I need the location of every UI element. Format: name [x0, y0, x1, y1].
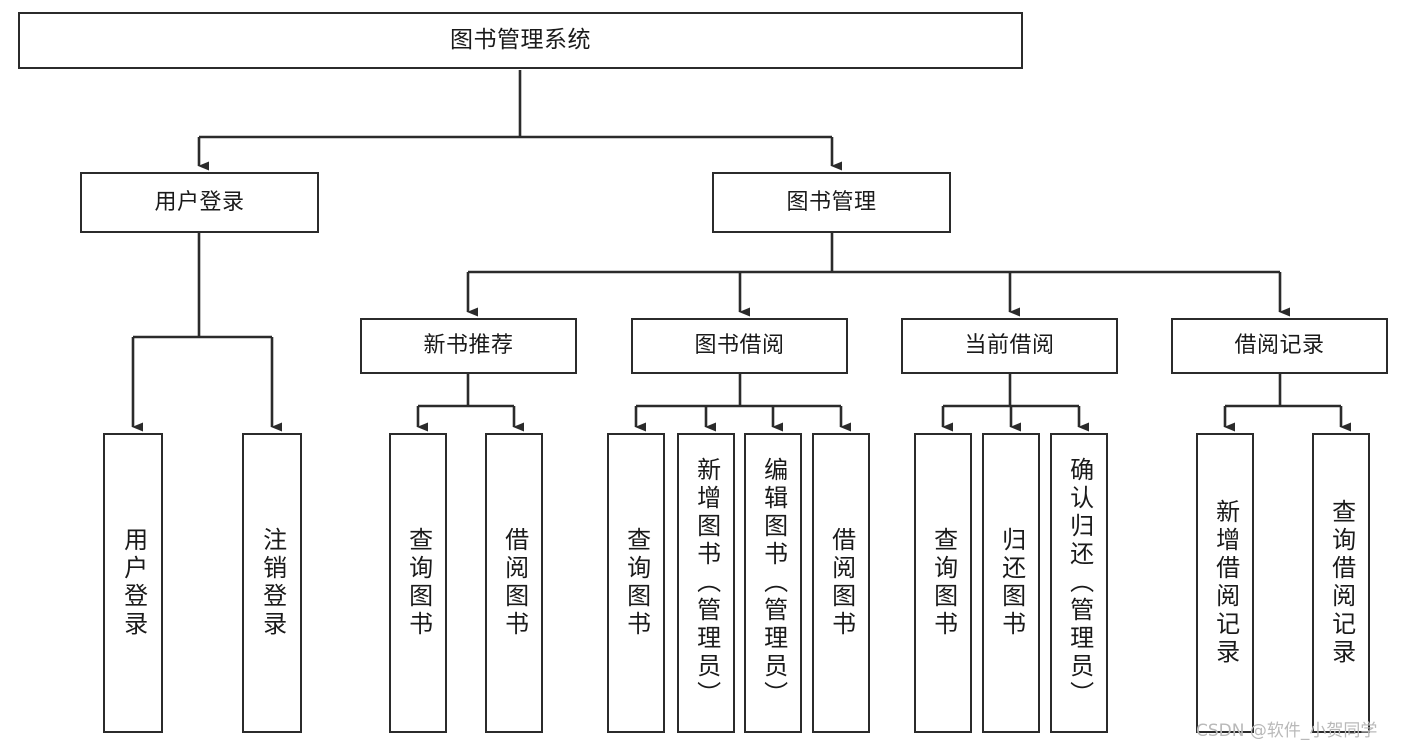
leaf-book-borrow-add-label: 新增图书（管理员） [692, 457, 721, 709]
node-book-management[interactable]: 图书管理 [712, 172, 951, 233]
node-borrow-record[interactable]: 借阅记录 [1171, 318, 1388, 374]
leaf-current-borrow-return-label: 归还图书 [997, 527, 1026, 639]
leaf-book-borrow-borrow-label: 借阅图书 [827, 527, 856, 639]
leaf-current-borrow-return[interactable]: 归还图书 [982, 433, 1040, 733]
node-current-borrow[interactable]: 当前借阅 [901, 318, 1118, 374]
node-book-management-label: 图书管理 [786, 189, 877, 215]
node-book-borrow-label: 图书借阅 [694, 333, 785, 359]
leaf-user-login-login[interactable]: 用户登录 [103, 433, 163, 733]
leaf-current-borrow-query[interactable]: 查询图书 [914, 433, 972, 733]
leaf-new-book-borrow-label: 借阅图书 [500, 527, 529, 639]
leaf-current-borrow-query-label: 查询图书 [929, 527, 958, 639]
leaf-current-borrow-confirm-label: 确认归还（管理员） [1065, 457, 1094, 709]
leaf-user-login-logout-label: 注销登录 [258, 527, 287, 639]
leaf-book-borrow-add[interactable]: 新增图书（管理员） [677, 433, 735, 733]
node-new-book-recommend-label: 新书推荐 [423, 333, 514, 359]
leaf-new-book-borrow[interactable]: 借阅图书 [485, 433, 543, 733]
leaf-borrow-record-add[interactable]: 新增借阅记录 [1196, 433, 1254, 733]
leaf-borrow-record-query[interactable]: 查询借阅记录 [1312, 433, 1370, 733]
leaf-book-borrow-query[interactable]: 查询图书 [607, 433, 665, 733]
node-new-book-recommend[interactable]: 新书推荐 [360, 318, 577, 374]
leaf-user-login-login-label: 用户登录 [119, 527, 148, 639]
leaf-borrow-record-add-label: 新增借阅记录 [1211, 499, 1240, 667]
node-root[interactable]: 图书管理系统 [18, 12, 1023, 69]
leaf-borrow-record-query-label: 查询借阅记录 [1327, 499, 1356, 667]
node-book-borrow[interactable]: 图书借阅 [631, 318, 848, 374]
node-borrow-record-label: 借阅记录 [1234, 333, 1325, 359]
leaf-book-borrow-borrow[interactable]: 借阅图书 [812, 433, 870, 733]
leaf-new-book-query[interactable]: 查询图书 [389, 433, 447, 733]
leaf-book-borrow-edit-label: 编辑图书（管理员） [759, 457, 788, 709]
leaf-user-login-logout[interactable]: 注销登录 [242, 433, 302, 733]
node-user-login[interactable]: 用户登录 [80, 172, 319, 233]
leaf-current-borrow-confirm[interactable]: 确认归还（管理员） [1050, 433, 1108, 733]
csdn-watermark: CSDN @软件_小贺同学 [1196, 721, 1378, 741]
leaf-book-borrow-edit[interactable]: 编辑图书（管理员） [744, 433, 802, 733]
node-user-login-label: 用户登录 [154, 189, 245, 215]
node-current-borrow-label: 当前借阅 [964, 333, 1055, 359]
leaf-new-book-query-label: 查询图书 [404, 527, 433, 639]
node-root-label: 图书管理系统 [450, 26, 591, 53]
leaf-book-borrow-query-label: 查询图书 [622, 527, 651, 639]
